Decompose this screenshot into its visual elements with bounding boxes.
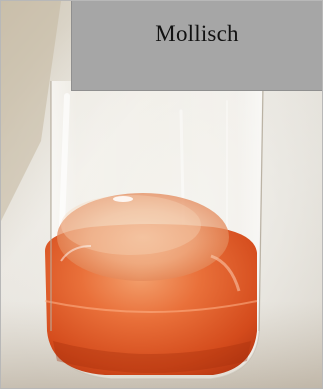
test-label-box: Mollisch (71, 1, 322, 91)
test-label: Mollisch (155, 21, 239, 46)
